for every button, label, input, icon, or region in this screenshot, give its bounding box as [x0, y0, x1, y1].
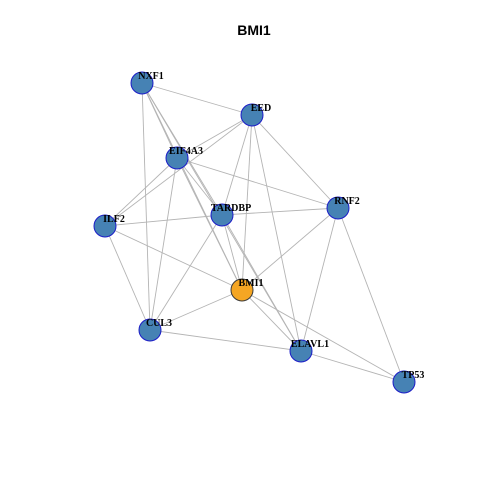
edge-rnf2-bmi1 — [241, 207, 339, 291]
edge-tardbp-cul3 — [149, 214, 223, 331]
node-eed[interactable] — [240, 103, 264, 127]
edge-eed-bmi1 — [241, 114, 253, 291]
node-tardbp[interactable] — [210, 203, 234, 227]
edge-eed-tardbp — [221, 114, 253, 216]
node-bmi1[interactable] — [230, 278, 254, 302]
node-nxf1[interactable] — [130, 71, 154, 95]
edge-nxf1-cul3 — [141, 82, 151, 331]
node-eif4a3[interactable] — [165, 146, 189, 170]
edge-tardbp-elavl1 — [221, 214, 302, 352]
edge-eed-eif4a3 — [176, 114, 253, 159]
edge-eif4a3-cul3 — [149, 157, 178, 331]
node-label-eif4a3: EIF4A3 — [169, 146, 203, 157]
edge-rnf2-elavl1 — [300, 207, 339, 352]
edge-eed-rnf2 — [251, 114, 339, 209]
edge-tardbp-bmi1 — [221, 214, 243, 291]
edge-tardbp-ilf2 — [104, 214, 223, 227]
edge-elavl1-tp53 — [300, 350, 405, 383]
edge-cul3-elavl1 — [149, 329, 302, 352]
node-elavl1[interactable] — [289, 339, 313, 363]
edge-eif4a3-tardbp — [176, 157, 223, 216]
node-label-bmi1: BMI1 — [239, 278, 264, 289]
edge-eed-elavl1 — [251, 114, 302, 352]
edge-eif4a3-bmi1 — [176, 157, 243, 291]
node-label-elavl1: ELAVL1 — [291, 339, 329, 350]
edge-eif4a3-rnf2 — [176, 157, 339, 209]
edge-rnf2-tp53 — [337, 207, 405, 383]
node-label-nxf1: NXF1 — [138, 71, 164, 82]
node-rnf2[interactable] — [326, 196, 350, 220]
node-ilf2[interactable] — [93, 214, 117, 238]
node-layer — [93, 71, 416, 394]
node-label-ilf2: ILF2 — [103, 214, 125, 225]
edge-nxf1-eed — [141, 82, 253, 116]
diagram-title: BMI1 — [237, 22, 271, 38]
edge-eed-ilf2 — [104, 114, 253, 227]
node-tp53[interactable] — [392, 370, 416, 394]
node-label-tp53: TP53 — [402, 370, 425, 381]
edge-ilf2-cul3 — [104, 225, 151, 331]
node-label-eed: EED — [251, 103, 272, 114]
node-cul3[interactable] — [138, 318, 162, 342]
edge-ilf2-bmi1 — [104, 225, 243, 291]
edge-bmi1-cul3 — [149, 289, 243, 331]
edge-eif4a3-ilf2 — [104, 157, 178, 227]
edge-tardbp-rnf2 — [221, 207, 339, 216]
edge-bmi1-elavl1 — [241, 289, 302, 352]
node-label-rnf2: RNF2 — [334, 196, 360, 207]
node-label-cul3: CUL3 — [146, 318, 172, 329]
node-label-tardbp: TARDBP — [211, 203, 251, 214]
edge-bmi1-tp53 — [241, 289, 405, 383]
